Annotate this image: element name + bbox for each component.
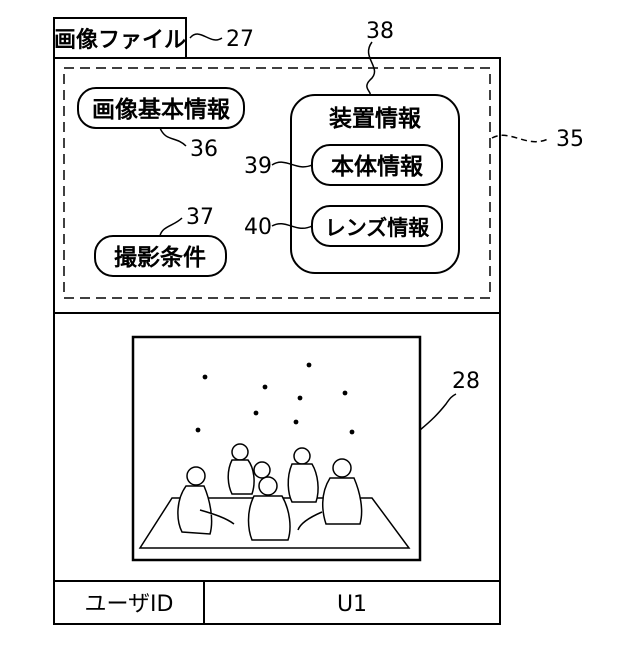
ref-35: 35 <box>556 127 584 152</box>
image-file-tab: 画像ファイル <box>54 18 186 58</box>
ref-40: 40 <box>244 215 272 240</box>
ref-27: 27 <box>226 27 254 52</box>
user-id-key: ユーザID <box>85 592 174 617</box>
image-file-label: 画像ファイル <box>54 27 186 53</box>
ref-36: 36 <box>190 137 218 162</box>
lens-info-label: レンズ情報 <box>325 216 431 240</box>
ref-leader-27 <box>190 34 222 40</box>
basic-info-box: 画像基本情報 <box>78 88 244 128</box>
lens-info-box: レンズ情報 <box>312 206 442 246</box>
shooting-conditions-label: 撮影条件 <box>114 244 206 271</box>
ref-39: 39 <box>244 154 272 179</box>
ref-37: 37 <box>186 205 214 230</box>
user-id-value: U1 <box>337 592 367 617</box>
ref-leader-37 <box>160 218 182 236</box>
ref-28: 28 <box>452 369 480 394</box>
body-info-label: 本体情報 <box>331 153 424 180</box>
body-info-box: 本体情報 <box>312 145 442 185</box>
photo-image <box>133 337 420 560</box>
ref-leader-36 <box>160 128 186 146</box>
ref-38: 38 <box>366 19 394 44</box>
shooting-conditions-box: 撮影条件 <box>95 236 226 276</box>
basic-info-label: 画像基本情報 <box>92 96 231 123</box>
ref-leader-28 <box>420 394 456 430</box>
device-info-label: 装置情報 <box>329 105 422 132</box>
